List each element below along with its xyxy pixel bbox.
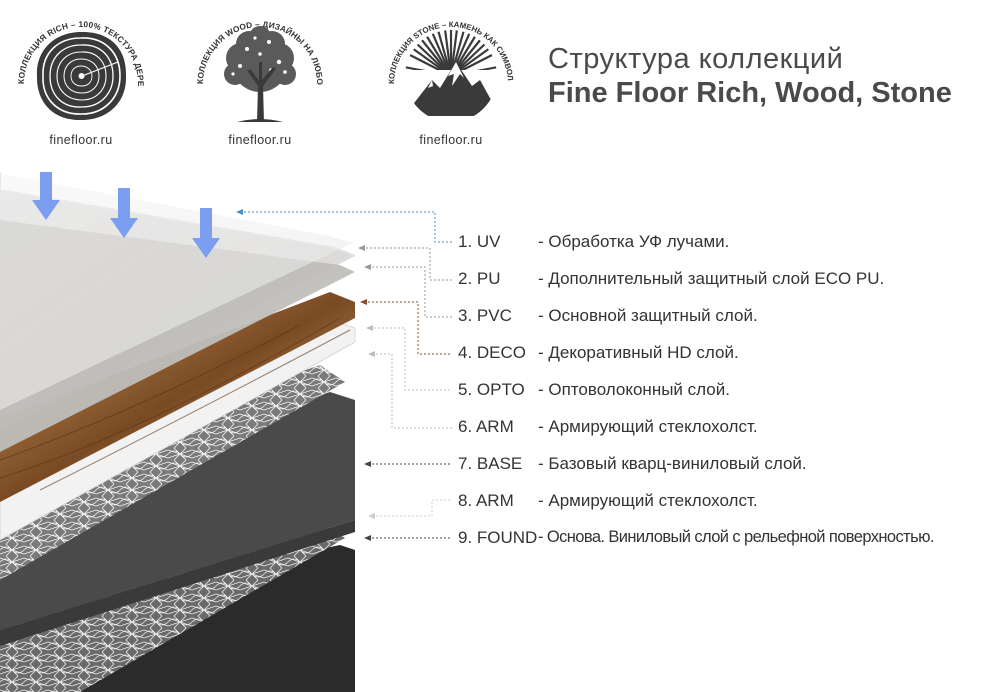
- layer-deco-number: 4. DECO: [458, 343, 527, 362]
- uv-arrow-icon: [32, 172, 60, 220]
- logo-stone: КОЛЛЕКЦИЯ STONE – КАМЕНЬ КАК СИМВОЛ ВЕЧН…: [376, 4, 526, 154]
- layer-base-description: - Базовый кварц-виниловый слой.: [538, 454, 807, 473]
- layer-base-number: 7. BASE: [458, 454, 523, 473]
- layer-arm-upper-shape: [0, 365, 345, 580]
- leader-deco: [364, 301, 452, 355]
- layer-arm-upper-description: - Армирующий стеклохолст.: [538, 417, 758, 436]
- page-subtitle: Fine Floor Rich, Wood, Stone: [548, 77, 952, 109]
- layer-uv-shape: [0, 170, 356, 410]
- leader-arm-lower: [372, 499, 452, 517]
- layer-arm-upper-number: 6. ARM: [458, 417, 514, 436]
- layer-opto-number: 5. OPTO: [458, 380, 525, 399]
- logo-wood-site: finefloor.ru: [228, 133, 291, 147]
- logo-stone-site: finefloor.ru: [419, 133, 482, 147]
- layer-arm-lower-description: - Армирующий стеклохолст.: [538, 491, 758, 510]
- layer-arm-lower-shape: [0, 522, 345, 692]
- layer-pu-description: - Дополнительный защитный слой ECO PU.: [538, 269, 885, 288]
- layer-pvc-description: - Основной защитный слой.: [538, 306, 758, 325]
- mountain-icon: [405, 30, 497, 122]
- uv-arrow-icon: [110, 188, 138, 238]
- leader-pu: [362, 247, 452, 281]
- logo-wood: КОЛЛЕКЦИЯ WOOD – ДИЗАЙНЫ НА ЛЮБОЙ ВКУС f…: [185, 4, 335, 154]
- leader-opto: [370, 327, 452, 391]
- layer-uv-number: 1. UV: [458, 232, 501, 251]
- leader-arm-upper: [372, 353, 452, 429]
- logo-rich-site: finefloor.ru: [49, 133, 112, 147]
- logo-rich: КОЛЛЕКЦИЯ RICH – 100% ТЕКСТУРА ДЕРЕВА fi…: [6, 4, 156, 154]
- layer-pvc-number: 3. PVC: [458, 306, 512, 325]
- layer-diagram: 1. UV - Обработка УФ лучами. 2. PU - Доп…: [0, 160, 999, 692]
- leader-uv: [240, 211, 452, 243]
- tree-icon: [224, 26, 296, 122]
- layer-uv-description: - Обработка УФ лучами.: [538, 232, 730, 251]
- layer-pu-number: 2. PU: [458, 269, 501, 288]
- tree-rings-icon: [36, 31, 127, 121]
- layer-found-description: - Основа. Виниловый слой с рельефной пов…: [538, 528, 934, 546]
- page-title: Структура коллекций: [548, 43, 844, 75]
- layer-opto-description: - Оптоволоконный слой.: [538, 380, 730, 399]
- uv-arrow-icons: [32, 172, 220, 258]
- layer-found-number: 9. FOUND: [458, 528, 538, 547]
- layer-base-shape: [0, 392, 355, 646]
- layer-deco-description: - Декоративный HD слой.: [538, 343, 739, 362]
- leader-arrowheads: [236, 209, 375, 541]
- leader-pvc: [368, 266, 452, 318]
- uv-arrow-icon: [192, 208, 220, 258]
- title-block: Структура коллекций Fine Floor Rich, Woo…: [548, 42, 952, 110]
- layer-arm-lower-number: 8. ARM: [458, 491, 514, 510]
